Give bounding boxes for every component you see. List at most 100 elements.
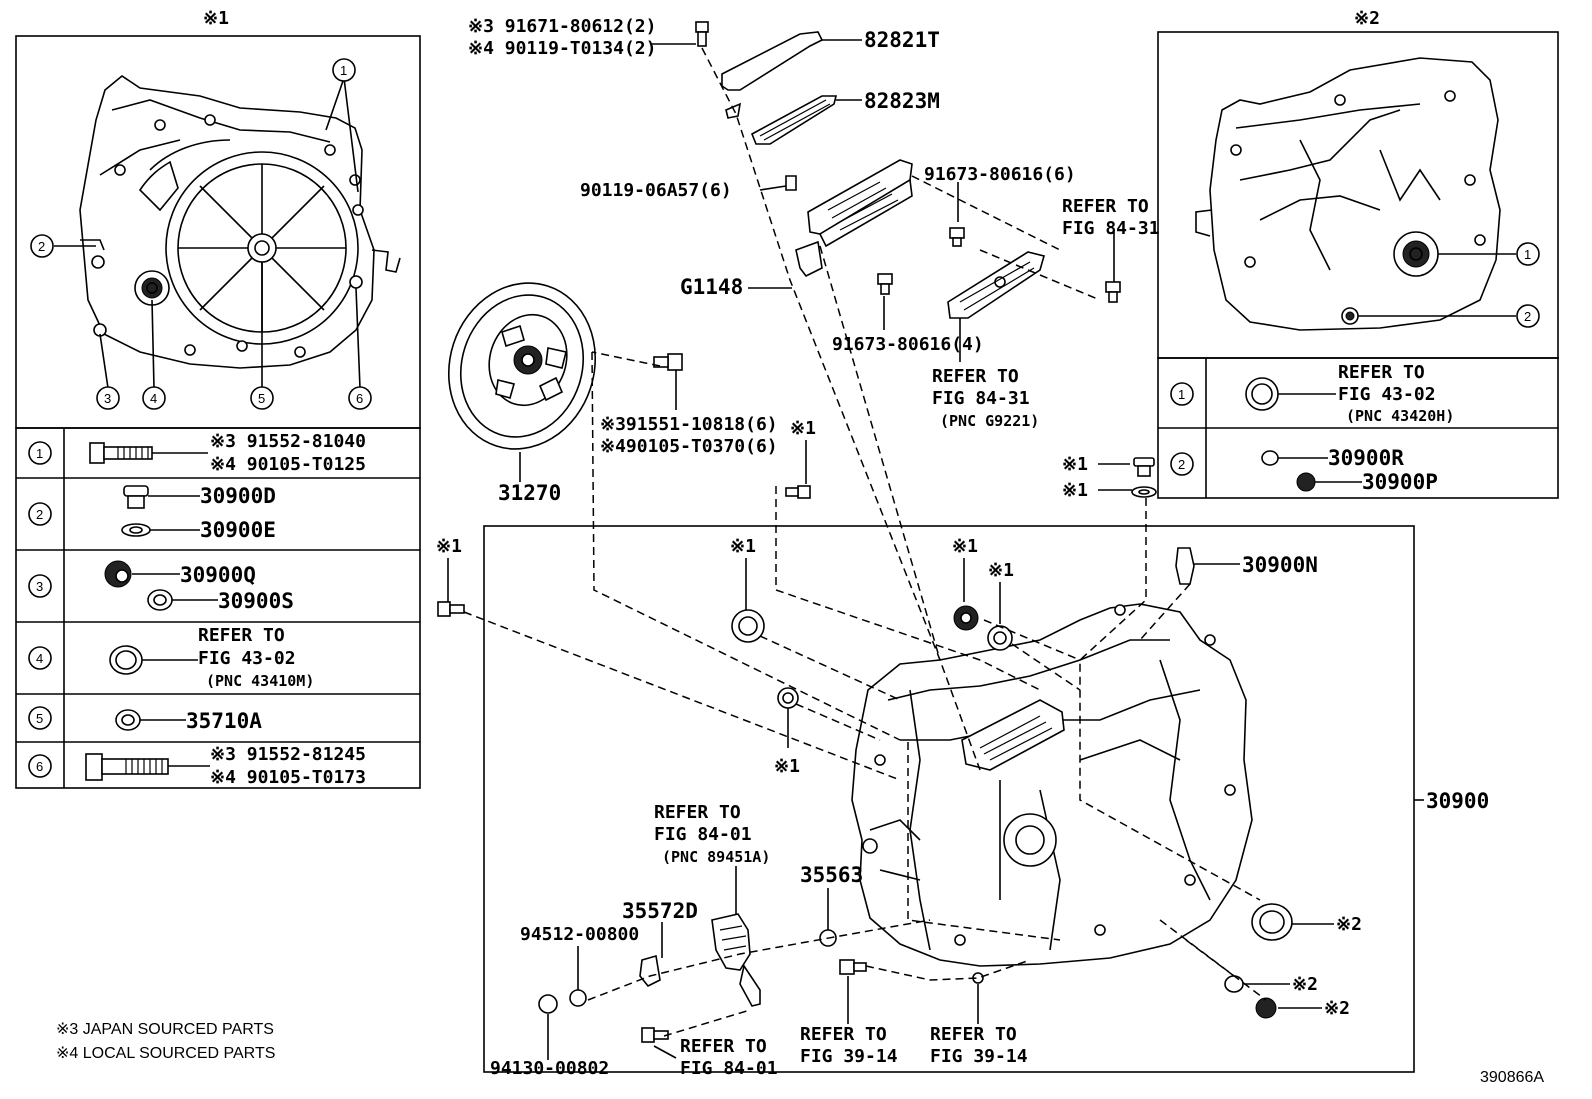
marker-1h: ※1: [1062, 480, 1088, 501]
part-30900N: 30900N: [1242, 553, 1318, 577]
marker-2b: ※2: [1292, 974, 1318, 995]
transaxle-case-assembly: [851, 603, 1253, 967]
refer-3914-a-line2: FIG 39-14: [800, 1046, 898, 1067]
refer-8401-top-line2: FIG 84-01: [654, 824, 752, 845]
main-assembly-frame: [483, 525, 1415, 1073]
right-panel-title: ※2: [1354, 8, 1380, 29]
transaxle-rear-view: [1195, 57, 1516, 331]
part-91673-80616-4: 91673-80616(4): [832, 334, 984, 355]
row4-line3: (PNC 43410M): [206, 672, 314, 690]
callout-2: 2: [38, 239, 45, 254]
part-90119-06A57: 90119-06A57(6): [580, 180, 732, 201]
refer-8401-top-line3: (PNC 89451A): [662, 848, 770, 866]
part-30900D: 30900D: [200, 484, 276, 508]
right-row1-line3: (PNC 43420H): [1346, 407, 1454, 425]
right-row1-line1: REFER TO: [1338, 362, 1425, 383]
marker-1e: ※1: [952, 536, 978, 557]
part-91673-80616-6: 91673-80616(6): [924, 164, 1076, 185]
part-30900S: 30900S: [218, 589, 294, 613]
right-legend-row-2: 2 30900R 30900P: [1170, 446, 1438, 494]
row4-line2: FIG 43-02: [198, 648, 296, 669]
right-legend-table: 1 REFER TO FIG 43-02 (PNC 43420H) 2 3090…: [1157, 357, 1559, 499]
svg-text:6: 6: [36, 759, 43, 774]
assembly-lines: [463, 47, 1267, 1037]
svg-text:5: 5: [36, 711, 43, 726]
refer-3914-b-line2: FIG 39-14: [930, 1046, 1028, 1067]
clutch-bolt: ※391551-10818(6) ※490105-T0370(6): [600, 353, 778, 457]
refer-8431-mid-line3: (PNC G9221): [940, 412, 1039, 430]
svg-text:2: 2: [36, 507, 43, 522]
part-30900: 30900: [1426, 789, 1489, 813]
svg-text:1: 1: [1178, 387, 1185, 402]
row6-line2: ※4 90105-T0173: [210, 767, 366, 788]
right-row1-line2: FIG 43-02: [1338, 384, 1436, 405]
legend-row-4: 4 REFER TO FIG 43-02 (PNC 43410M): [28, 625, 314, 690]
row6-line1: ※3 91552-81245: [210, 744, 366, 765]
footnotes: ※3 JAPAN SOURCED PARTS ※4 LOCAL SOURCED …: [56, 1021, 1544, 1086]
bolt-top-line2: ※4 90119-T0134(2): [468, 38, 656, 59]
refer-8431-mid-line1: REFER TO: [932, 366, 1019, 387]
callout-6: 6: [356, 391, 363, 406]
row4-line1: REFER TO: [198, 625, 285, 646]
part-30900Q: 30900Q: [180, 563, 256, 587]
transaxle-front-view: [54, 75, 401, 389]
refer-8431-top-line1: REFER TO: [1062, 196, 1149, 217]
svg-text:3: 3: [36, 579, 43, 594]
svg-text:1: 1: [36, 446, 43, 461]
refer-8401-top-line1: REFER TO: [654, 802, 741, 823]
callout-5: 5: [258, 391, 265, 406]
left-callouts: 1 2 3 4 5 6: [30, 58, 372, 410]
legend-row-5: 5 35710A: [28, 706, 262, 733]
cover-plates: 82821T 82823M: [721, 28, 940, 145]
legend-row-1: 1 ※3 91552-81040 ※4 90105-T0125: [28, 431, 366, 475]
marker-2c: ※2: [1324, 998, 1350, 1019]
marker-1f: ※1: [988, 560, 1014, 581]
marker-parts: ※1 ※1 ※1 ※1 ※1 ※1 ※1 ※1: [436, 418, 1489, 1019]
part-94512-00800: 94512-00800: [520, 924, 639, 945]
top-bolt: ※3 91671-80612(2) ※4 90119-T0134(2): [468, 16, 709, 59]
refer-8431-top-line2: FIG 84-31: [1062, 218, 1160, 239]
refer-3914-b-line1: REFER TO: [930, 1024, 1017, 1045]
right-legend-row-1: 1 REFER TO FIG 43-02 (PNC 43420H): [1170, 362, 1454, 425]
legend-row-2: 2 30900D 30900E: [28, 484, 276, 542]
part-30900R: 30900R: [1328, 446, 1404, 470]
callout-3: 3: [104, 391, 111, 406]
marker-2a: ※2: [1336, 914, 1362, 935]
row1-line1: ※3 91552-81040: [210, 431, 366, 452]
part-30900P: 30900P: [1362, 470, 1438, 494]
bolt-top-line1: ※3 91671-80612(2): [468, 16, 656, 37]
clutch-damper: 31270: [447, 282, 597, 505]
marker-1g: ※1: [1062, 454, 1088, 475]
marker-1a: ※1: [790, 418, 816, 439]
svg-text:4: 4: [36, 651, 43, 666]
part-82821T: 82821T: [864, 28, 940, 52]
row1-line2: ※4 90105-T0125: [210, 454, 366, 475]
refer-8431-mid-line2: FIG 84-31: [932, 388, 1030, 409]
part-35710A: 35710A: [186, 709, 262, 733]
note-local-sourced: ※4 LOCAL SOURCED PARTS: [56, 1045, 275, 1062]
refer-8401-bot-line2: FIG 84-01: [680, 1058, 778, 1079]
clutch-bolt-line2: ※490105-T0370(6): [600, 436, 778, 457]
marker-1b: ※1: [436, 536, 462, 557]
left-panel-title: ※1: [203, 8, 229, 29]
part-82823M: 82823M: [864, 89, 940, 113]
note-japan-sourced: ※3 JAPAN SOURCED PARTS: [56, 1021, 274, 1038]
part-30900E: 30900E: [200, 518, 276, 542]
control-bracket: 90119-06A57(6) 91673-80616(6) REFER TO F…: [580, 159, 1160, 355]
marker-1d: ※1: [774, 756, 800, 777]
diagram-id: 390866A: [1480, 1069, 1544, 1086]
left-panel: ※1: [15, 8, 421, 789]
marker-1c: ※1: [730, 536, 756, 557]
refer-3914-a-line1: REFER TO: [800, 1024, 887, 1045]
left-legend-table: 1 ※3 91552-81040 ※4 90105-T0125 2 30900D…: [15, 427, 421, 789]
legend-row-6: 6 ※3 91552-81245 ※4 90105-T0173: [28, 744, 366, 788]
ecu-module: REFER TO FIG 84-31 (PNC G9221): [932, 251, 1045, 430]
callout-4: 4: [150, 391, 157, 406]
part-31270: 31270: [498, 481, 561, 505]
part-94130-00802: 94130-00802: [490, 1058, 609, 1079]
right-panel: ※2 1 2: [1157, 8, 1559, 499]
right-callout-2: 2: [1524, 309, 1531, 324]
refer-8401-bot-line1: REFER TO: [680, 1036, 767, 1057]
right-callout-1: 1: [1524, 247, 1531, 262]
